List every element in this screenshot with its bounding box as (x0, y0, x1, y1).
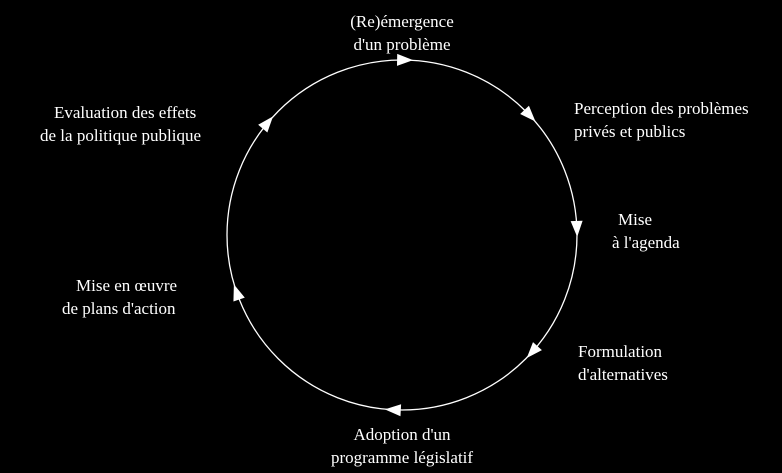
arrowhead-icon (384, 404, 402, 417)
stage-line: Perception des problèmes (574, 99, 749, 118)
stage-line: Adoption d'un (353, 425, 451, 444)
arrowhead-icon (520, 105, 536, 122)
arrowhead-icon (396, 53, 414, 66)
stage-line: d'un problème (353, 35, 451, 54)
arrowhead-icon (258, 116, 274, 133)
arrowhead-icon (570, 220, 583, 237)
stage-label-agenda: Mise à l'agenda (612, 208, 680, 254)
stage-line: (Re)émergence (350, 12, 454, 31)
stage-line: Mise (618, 210, 652, 229)
arrowhead-icon (233, 284, 245, 302)
stage-line: programme législatif (330, 448, 474, 467)
stage-label-adoption: Adoption d'un programme législatif (302, 423, 502, 469)
arrowhead-icon (526, 342, 542, 359)
stage-label-evaluation: Evaluation des effets de la politique pu… (40, 101, 201, 147)
stage-line: Formulation (578, 342, 663, 361)
stage-line: à l'agenda (612, 233, 680, 252)
stage-label-emergence: (Re)émergence d'un problème (332, 10, 472, 56)
stage-label-implementation: Mise en œuvre de plans d'action (62, 274, 177, 320)
stage-line: de plans d'action (62, 299, 176, 318)
stage-label-perception: Perception des problèmes privés et publi… (574, 97, 749, 143)
stage-label-formulation: Formulation d'alternatives (578, 340, 668, 386)
stage-line: Evaluation des effets (54, 103, 197, 122)
stage-line: privés et publics (574, 122, 686, 141)
stage-line: de la politique publique (40, 126, 201, 145)
stage-line: Mise en œuvre (76, 276, 178, 295)
stage-line: d'alternatives (578, 365, 668, 384)
